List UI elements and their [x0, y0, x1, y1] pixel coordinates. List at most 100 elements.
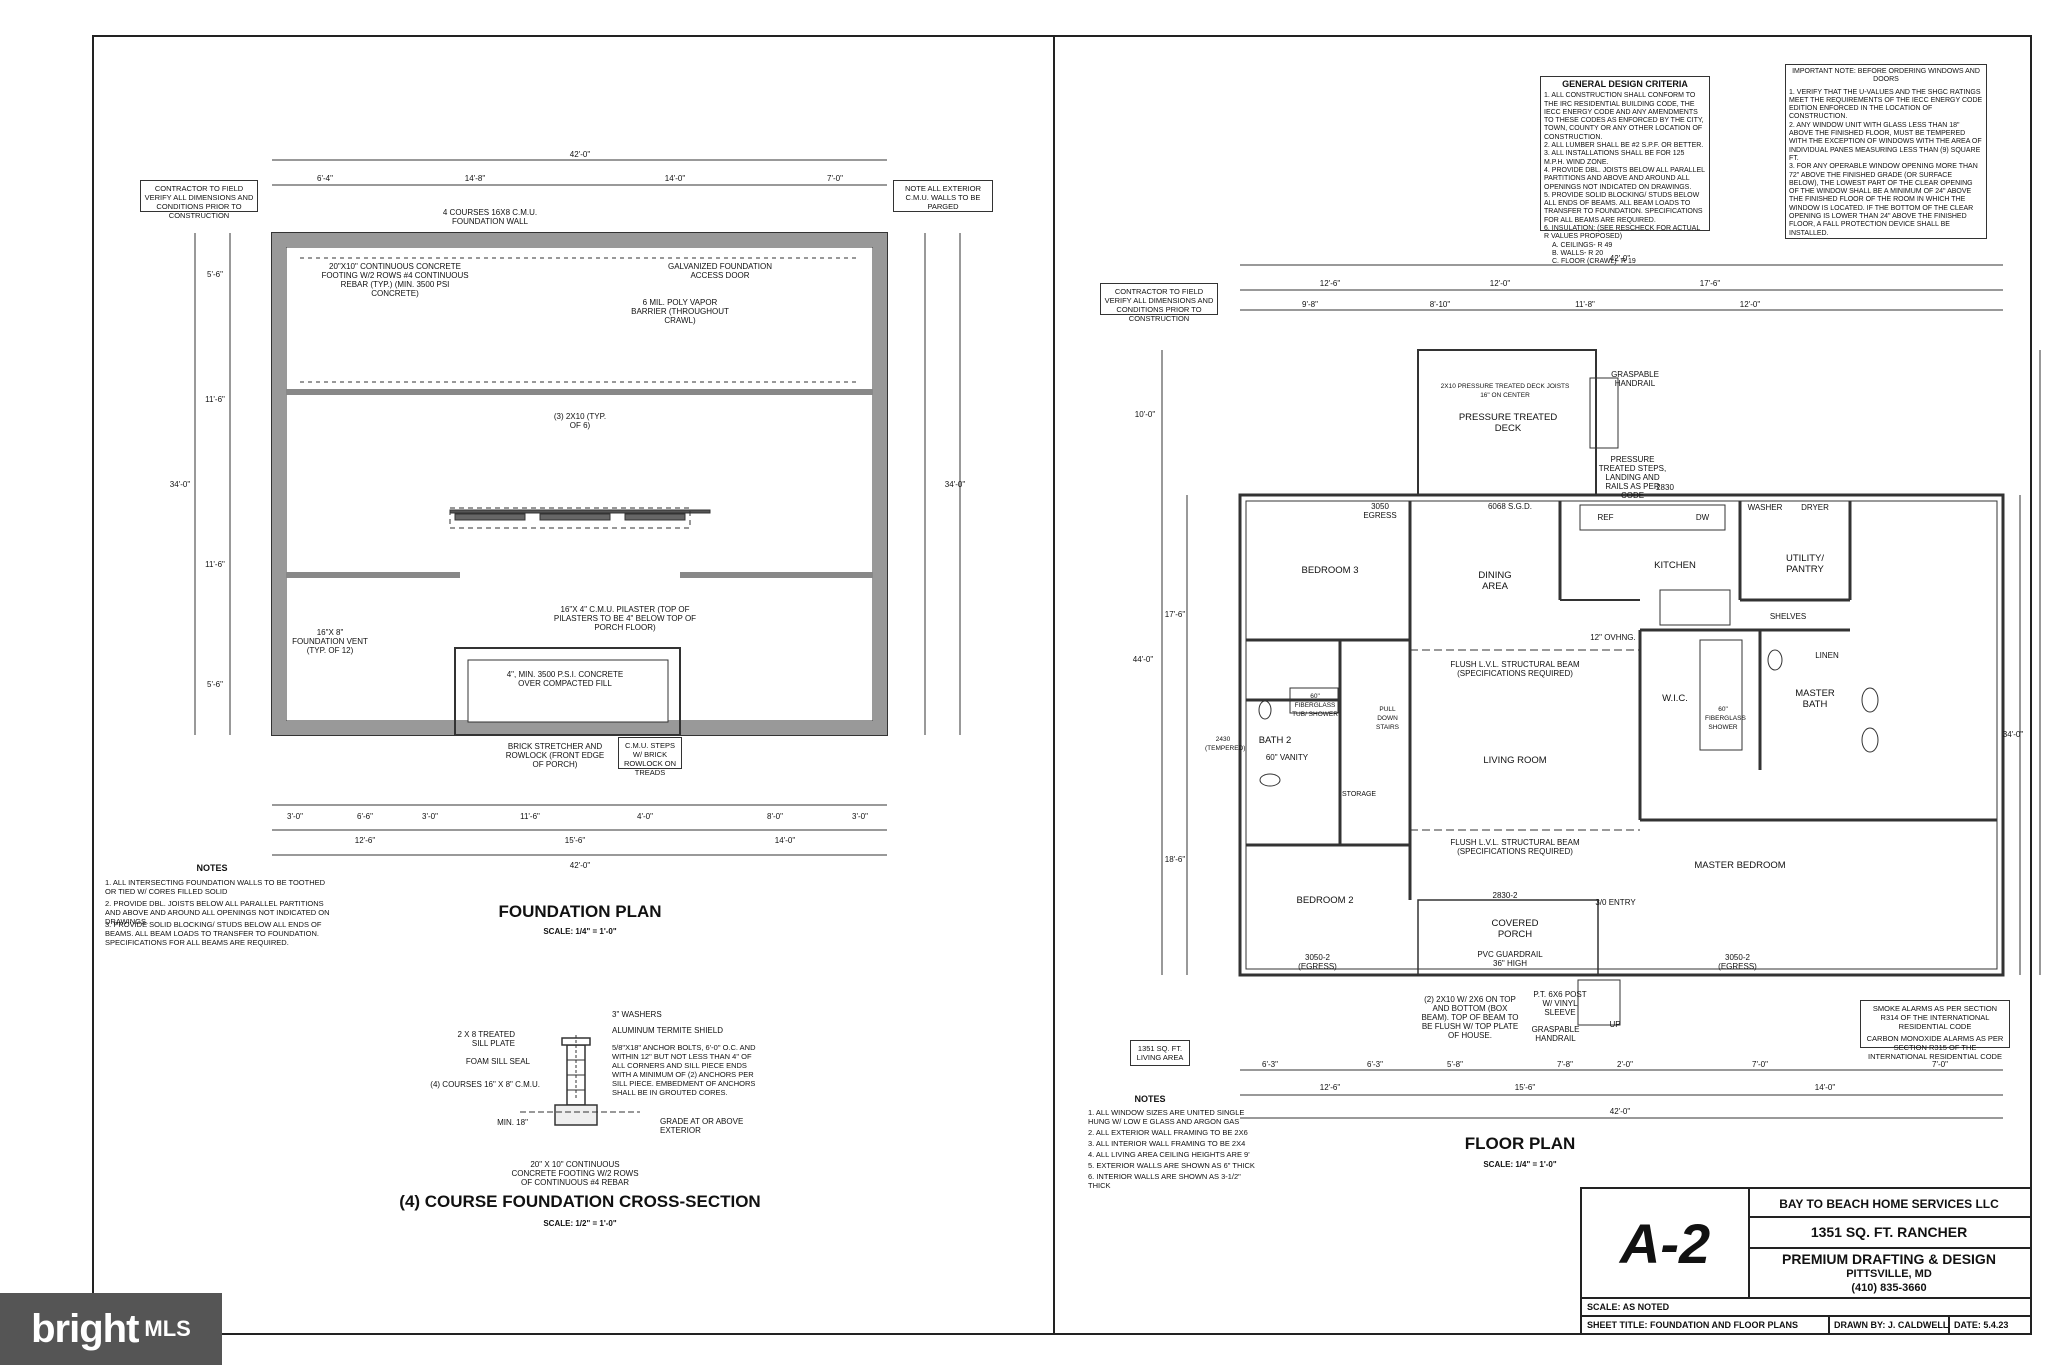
section-bolts-label: 5/8"x18" ANCHOR BOLTS, 6'-0" O.C. AND WI…	[612, 1043, 756, 1097]
foundation-top-dim-4: 7'-0"	[827, 174, 843, 183]
beam-2-label: FLUSH L.V.L. STRUCTURAL BEAM (SPECIFICAT…	[1450, 838, 1580, 856]
window-2830-2: 2830-2	[1492, 891, 1518, 900]
criteria-item: 6. INSULATION: (SEE RESCHECK FOR ACTUAL …	[1544, 225, 1700, 241]
floor-left-dim-3: 18'-6"	[1164, 855, 1186, 864]
important-item: 2. ANY WINDOW UNIT WITH GLASS LESS THAN …	[1789, 121, 1982, 162]
foundation-bottom-dim-2: 6'-6"	[357, 812, 373, 821]
vanity-label: 60" VANITY	[1265, 753, 1309, 762]
foundation-parge-note: NOTE ALL EXTERIOR C.M.U. WALLS TO BE PAR…	[893, 180, 993, 212]
floor-top-dim-1: 12'-6"	[1319, 279, 1341, 288]
foundation-concrete-label: 4", MIN. 3500 P.S.I. CONCRETE OVER COMPA…	[506, 670, 624, 688]
washer-label: WASHER	[1747, 503, 1783, 512]
foundation-bottom-dim-7: 3'-0"	[852, 812, 868, 821]
floor-top-dim-b2: 8'-10"	[1429, 300, 1451, 309]
section-scale: SCALE: 1/2" = 1'-0"	[543, 1219, 617, 1228]
floor-top-dim-b3: 11'-8"	[1575, 300, 1595, 309]
foundation-plan-scale: SCALE: 1/4" = 1'-0"	[543, 927, 617, 936]
floor-bottom-dim-1: 6'-3"	[1262, 1060, 1278, 1069]
room-bedroom-2: BEDROOM 2	[1296, 895, 1354, 906]
firm-city: PITTSVILLE, MD	[1846, 1268, 1932, 1280]
foundation-top-dim-2: 14'-8"	[464, 174, 486, 183]
room-bath-2: BATH 2	[1258, 735, 1292, 746]
foundation-top-dim-1: 6'-4"	[317, 174, 333, 183]
up-label: UP	[1609, 1020, 1621, 1029]
watermark-brand: bright	[31, 1306, 139, 1351]
section-title: (4) COURSE FOUNDATION CROSS-SECTION	[399, 1192, 761, 1211]
floor-depth-dim-44: 44'-0"	[1132, 655, 1154, 664]
ref-label: REF	[1597, 513, 1614, 522]
smoke-note: SMOKE ALARMS AS PER SECTION R314 OF THE …	[1872, 1004, 1998, 1031]
foundation-left-dim-1: 5'-6"	[207, 270, 223, 279]
room-linen: LINEN	[1815, 651, 1839, 660]
bright-mls-watermark: bright MLS	[0, 1293, 222, 1365]
floor-notes-heading: NOTES	[1134, 1094, 1166, 1104]
post-label: P.T. 6x6 POST W/ VINYL SLEEVE	[1533, 990, 1587, 1017]
criteria-item: A. CEILINGS- R 49	[1552, 241, 1613, 249]
floor-note-5: 5. EXTERIOR WALLS ARE SHOWN AS 6" THICK	[1088, 1161, 1255, 1170]
foundation-vapor-label: 6 MIL. POLY VAPOR BARRIER (THROUGHOUT CR…	[631, 298, 729, 325]
sheet-title-field: SHEET TITLE: FOUNDATION AND FLOOR PLANS	[1587, 1320, 1798, 1330]
boxbeam-label: (2) 2x10 W/ 2x6 ON TOP AND BOTTOM (BOX B…	[1421, 995, 1519, 1040]
room-master-bedroom: MASTER BEDROOM	[1694, 860, 1786, 871]
foundation-overall-dim: 42'-0"	[569, 150, 591, 159]
shelves-label: SHELVES	[1769, 612, 1807, 621]
section-seal-label: FOAM SILL SEAL	[465, 1057, 530, 1066]
criteria-item: 4. PROVIDE DBL. JOISTS BELOW ALL PARALLE…	[1544, 166, 1705, 191]
foundation-bottom-dim-b3: 14'-0"	[774, 836, 796, 845]
foundation-bottom-dim-3: 3'-0"	[422, 812, 438, 821]
foundation-top-dim-3: 14'-0"	[664, 174, 686, 183]
floor-note-1: 1. ALL WINDOW SIZES ARE UNITED SINGLE HU…	[1088, 1108, 1245, 1126]
dw-label: DW	[1695, 513, 1710, 522]
foundation-left-dim-3: 11'-6"	[205, 560, 225, 569]
foundation-footing-label: 20"x10" CONTINUOUS CONCRETE FOOTING W/2 …	[321, 262, 469, 298]
section-grade-label: GRADE AT OR ABOVE EXTERIOR	[660, 1117, 744, 1135]
foundation-brick-label: BRICK STRETCHER AND ROWLOCK (FRONT EDGE …	[505, 742, 605, 769]
room-storage: STORAGE	[1342, 791, 1377, 798]
deck-handrail-label: GRASPABLE HANDRAIL	[1611, 370, 1659, 388]
window-2830: 2830	[1656, 483, 1674, 492]
section-courses-label: (4) COURSES 16" x 8" C.M.U.	[430, 1080, 540, 1089]
floor-top-dim-b4: 12'-0"	[1739, 300, 1761, 309]
watermark-suffix: MLS	[144, 1316, 191, 1341]
foundation-bottom-dim-1: 3'-0"	[287, 812, 303, 821]
room-kitchen: KITCHEN	[1654, 560, 1696, 571]
room-covered-porch: COVERED PORCH	[1491, 918, 1539, 940]
foundation-bottom-overall: 42'-0"	[569, 861, 591, 870]
deck-steps-label: PRESSURE TREATED STEPS, LANDING AND RAIL…	[1598, 455, 1667, 500]
section-min-label: MIN. 18"	[497, 1118, 528, 1127]
foundation-note-2: 2. PROVIDE DBL. JOISTS BELOW ALL PARALLE…	[105, 899, 330, 926]
important-note-title: IMPORTANT NOTE: BEFORE ORDERING WINDOWS …	[1792, 68, 1980, 84]
room-bedroom-3: BEDROOM 3	[1301, 565, 1359, 576]
foundation-left-dim-2: 11'-6"	[205, 395, 225, 404]
important-item: 1. VERIFY THAT THE U-VALUES AND THE SHGC…	[1789, 88, 1983, 121]
floor-note-6: 6. INTERIOR WALLS ARE SHOWN AS 3-1/2" TH…	[1088, 1172, 1241, 1190]
floor-depth-dim-34: 34'-0"	[2002, 730, 2024, 739]
drawn-by-field: DRAWN BY: J. CALDWELL	[1834, 1320, 1949, 1330]
living-area-box: 1351 SQ. FT. LIVING AREA	[1130, 1040, 1190, 1066]
foundation-cmu-wall-label: 4 COURSES 16x8 C.M.U. FOUNDATION WALL	[442, 208, 538, 226]
floor-note-2: 2. ALL EXTERIOR WALL FRAMING TO BE 2x6	[1088, 1128, 1248, 1137]
floor-bottom-overall: 42'-0"	[1609, 1107, 1631, 1116]
window-2430: 2430 (TEMPERED)	[1205, 736, 1246, 752]
foundation-plan-title: FOUNDATION PLAN	[498, 902, 662, 921]
foundation-depth-dim: 34'-0"	[169, 480, 191, 489]
title-block: A-2 BAY TO BEACH HOME SERVICES LLC 1351 …	[1580, 1187, 2032, 1335]
foundation-bottom-dim-b2: 15'-6"	[564, 836, 586, 845]
room-master-bath: MASTER BATH	[1795, 688, 1835, 710]
foundation-beam-label: (3) 2x10 (TYP. OF 6)	[553, 412, 607, 430]
alarm-notes-box: SMOKE ALARMS AS PER SECTION R314 OF THE …	[1860, 1000, 2010, 1061]
foundation-bottom-dim-b1: 12'-6"	[354, 836, 376, 845]
foundation-left-dim-4: 5'-6"	[207, 680, 223, 689]
foundation-bottom-dim-4: 11'-6"	[520, 812, 540, 821]
window-3050-2b: 3050-2 (EGRESS)	[1718, 953, 1757, 971]
floor-note-3: 3. ALL INTERIOR WALL FRAMING TO BE 2x4	[1088, 1139, 1246, 1148]
room-utility: UTILITY/ PANTRY	[1785, 553, 1824, 575]
company-name: BAY TO BEACH HOME SERVICES LLC	[1779, 1197, 1999, 1211]
floor-plan-scale: SCALE: 1/4" = 1'-0"	[1483, 1160, 1557, 1169]
room-living: LIVING ROOM	[1483, 755, 1547, 766]
foundation-vent-label: 16"x 8" FOUNDATION VENT (TYP. OF 12)	[292, 628, 368, 655]
room-deck: PRESSURE TREATED DECK	[1458, 412, 1558, 434]
design-criteria-box: GENERAL DESIGN CRITERIA 1. ALL CONSTRUCT…	[1540, 76, 1710, 265]
floor-left-dim-2: 17'-6"	[1164, 610, 1186, 619]
foundation-depth-dim-right: 34'-0"	[944, 480, 966, 489]
